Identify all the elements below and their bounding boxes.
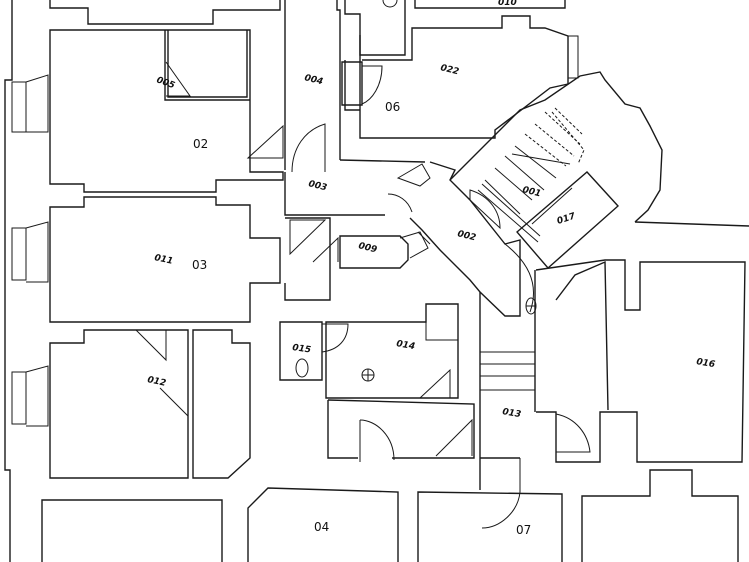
room-07: 07 [417,491,563,562]
outer-wall-left [4,0,13,562]
room-label-012: 012 [146,375,166,389]
room-label-022: 022 [439,63,460,77]
room-009: 010 [414,0,566,9]
room-top-left [49,0,281,25]
room-label-003: 003 [307,179,328,193]
window-left-1 [11,74,49,133]
room-label-016: 016 [695,357,715,370]
room-label-001: 001 [521,185,542,199]
window-left-3 [11,365,49,427]
room-012: 012 [49,329,251,479]
room-label-03: 03 [192,258,207,272]
room-004: 004 [284,0,341,173]
room-03: 03 011 [49,196,281,323]
room-014: 014 [325,303,459,399]
room-02: 02 005 [49,29,284,193]
staircase [484,107,585,215]
room-010: 009 [284,217,429,301]
room-label-04: 04 [314,520,329,534]
room-04: 04 [247,487,399,562]
room-bottom-right [581,469,739,562]
room-label-009: 010 [498,0,517,8]
room-label-015: 015 [292,343,312,356]
room-label-013: 013 [501,407,521,420]
room-label-002: 002 [456,229,477,243]
room-label-02: 02 [193,137,208,151]
stair-hall: 001 002 [409,71,749,317]
room-label-014: 014 [395,339,415,352]
room-003: 003 [284,159,431,216]
room-015: 015 [279,321,349,381]
room-bottom-left [41,499,223,562]
room-top-right [344,0,406,56]
room-label-07: 07 [516,523,531,537]
room-013: 013 [327,270,591,529]
window-left-2 [11,221,49,283]
room-label-004: 004 [303,73,324,87]
room-016: 016 [535,259,746,463]
room-label-06: 06 [385,100,400,114]
room-label-010: 009 [357,241,378,255]
room-label-011: 011 [153,253,173,267]
